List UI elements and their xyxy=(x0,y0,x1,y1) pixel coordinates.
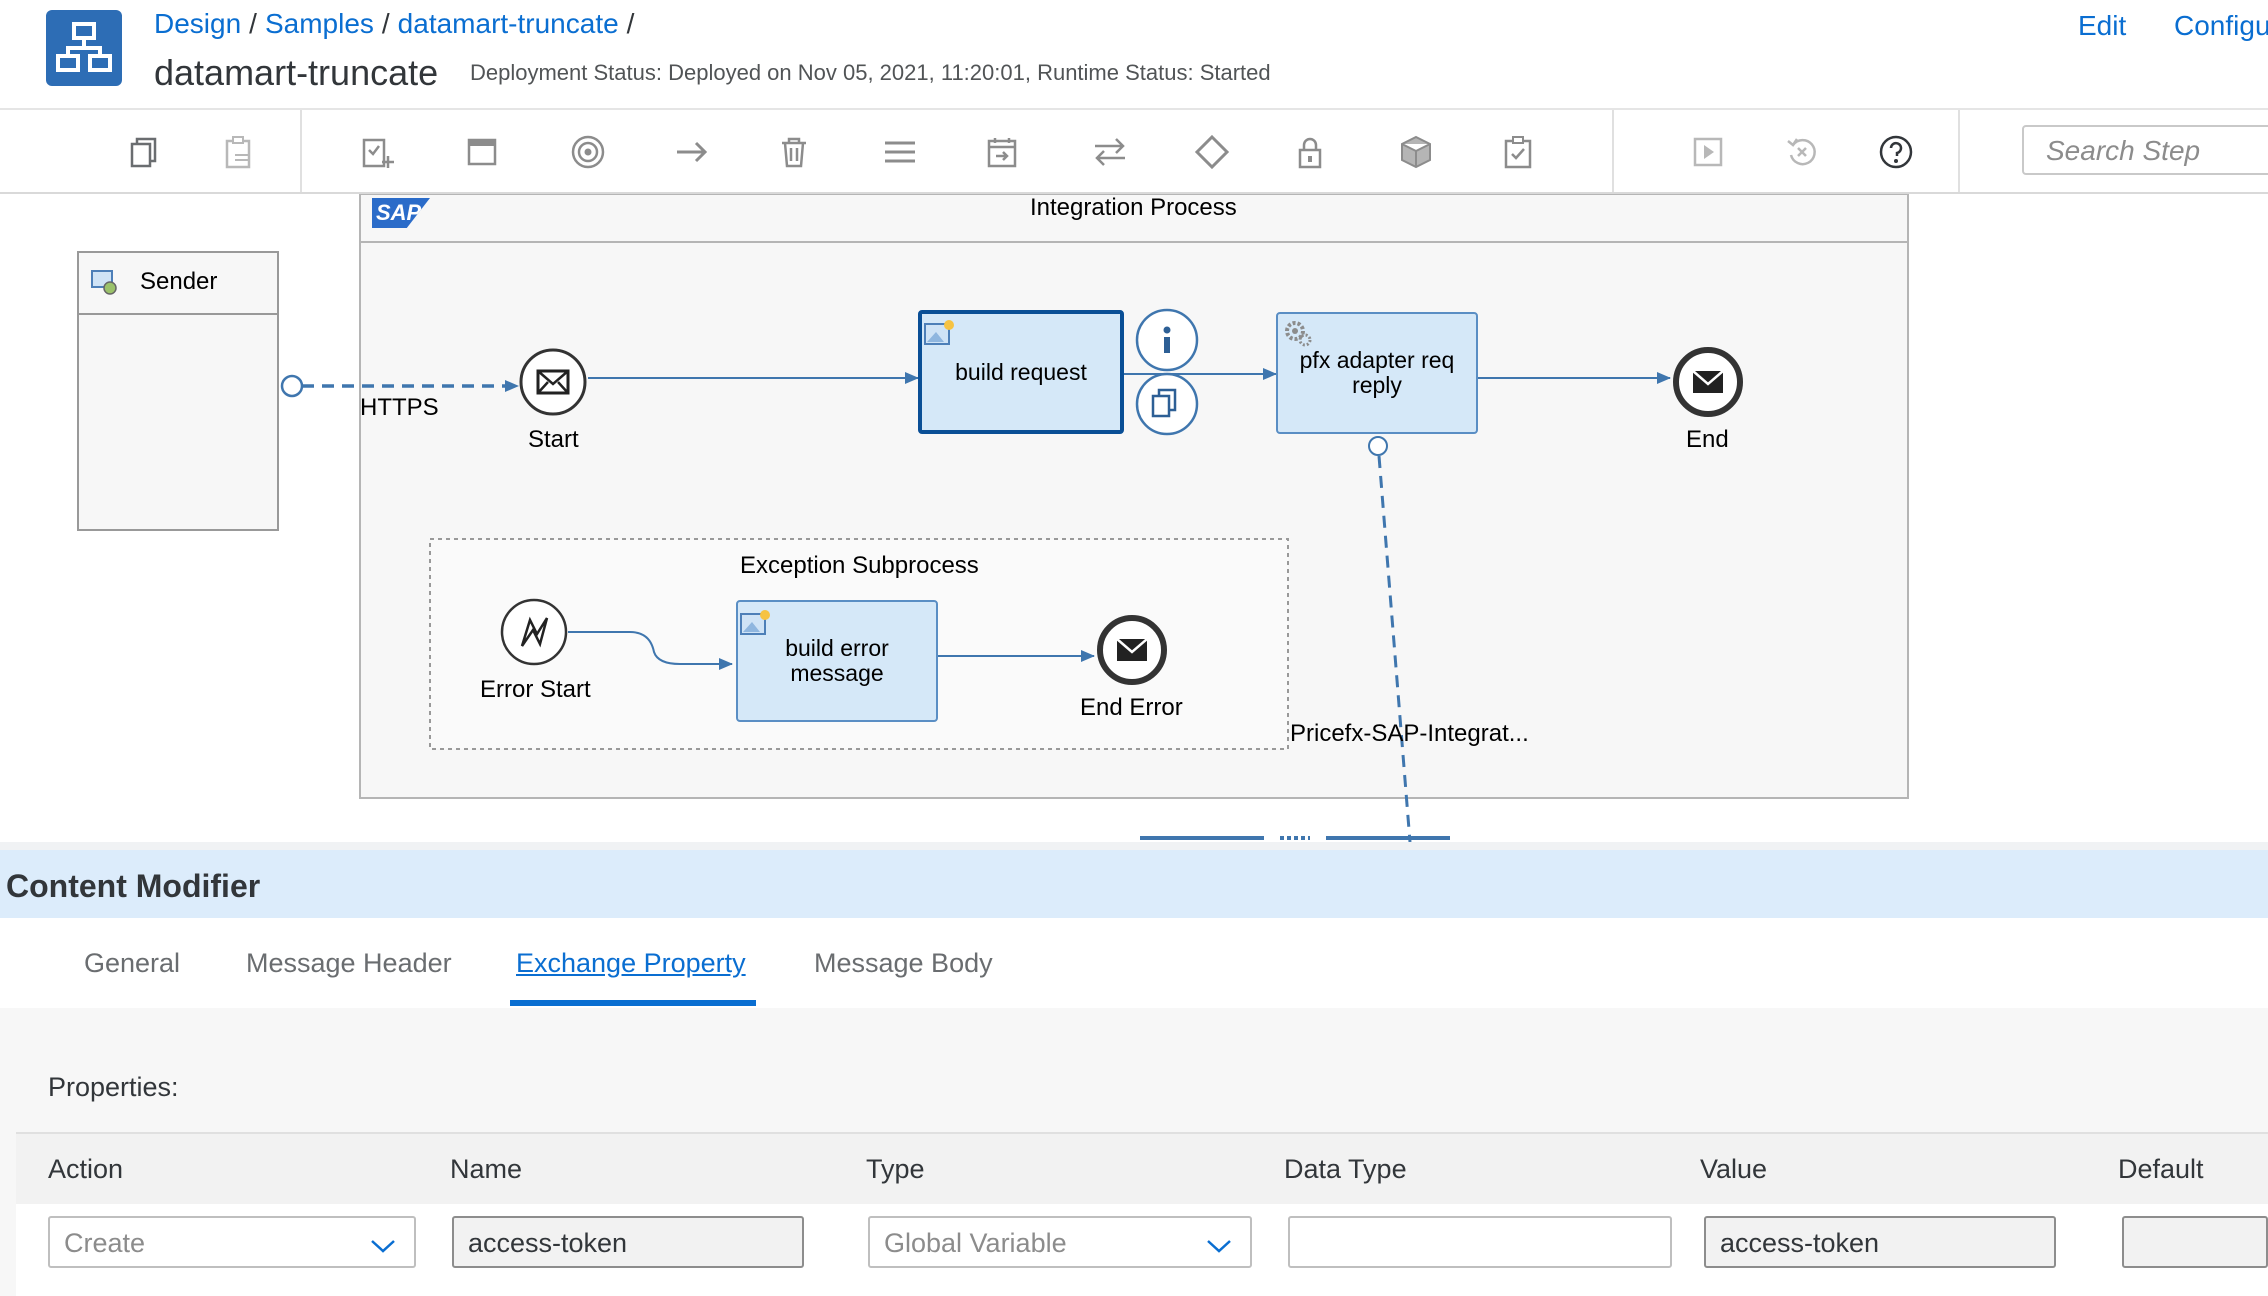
sender-participant xyxy=(77,251,279,531)
help-icon[interactable] xyxy=(1874,130,1918,174)
type-select[interactable]: Global Variable xyxy=(868,1216,1252,1268)
tab-message-header[interactable]: Message Header xyxy=(246,948,452,978)
panel-splitter[interactable] xyxy=(0,842,2268,850)
column-header-type: Type xyxy=(866,1154,925,1184)
table-row: Create access-token Global Variable acce… xyxy=(16,1204,2268,1296)
export-icon[interactable] xyxy=(980,130,1024,174)
exception-subprocess-title: Exception Subprocess xyxy=(740,552,979,579)
pfx-adapter-step[interactable]: pfx adapter req reply xyxy=(1276,312,1478,434)
panel-title: Content Modifier xyxy=(6,868,261,904)
delete-icon[interactable] xyxy=(772,130,816,174)
breadcrumb: Design/Samples/datamart-truncate/ xyxy=(154,8,642,40)
name-field[interactable]: access-token xyxy=(452,1216,804,1268)
tab-exchange-property[interactable]: Exchange Property xyxy=(516,948,746,978)
column-header-value: Value xyxy=(1700,1154,1768,1184)
start-event xyxy=(519,348,587,416)
action-value: Create xyxy=(64,1228,146,1258)
page-title: datamart-truncate xyxy=(154,52,439,93)
end-label: End xyxy=(1686,426,1729,453)
breadcrumb-separator: / xyxy=(381,8,390,39)
end-error-label: End Error xyxy=(1080,694,1183,721)
receiver-connection-label[interactable]: Pricefx-SAP-Integrat... xyxy=(1290,720,1529,747)
column-header-action: Action xyxy=(48,1154,124,1184)
active-tab-indicator xyxy=(510,1000,756,1006)
https-connection-label[interactable]: HTTPS xyxy=(360,394,439,421)
build-error-message-step[interactable]: build error message xyxy=(736,600,938,722)
add-step-icon[interactable] xyxy=(356,130,400,174)
diamond-icon[interactable] xyxy=(1190,130,1234,174)
value-field[interactable]: access-token xyxy=(1704,1216,2056,1268)
breadcrumb-samples[interactable]: Samples xyxy=(264,8,374,39)
panel-header xyxy=(0,850,2268,918)
breadcrumb-design[interactable]: Design xyxy=(154,8,242,39)
column-header-data-type: Data Type xyxy=(1284,1154,1407,1184)
integration-flow-icon xyxy=(46,10,122,86)
table-header: Action Name Type Data Type Value Default xyxy=(16,1132,2268,1206)
step-label: pfx adapter req reply xyxy=(1299,347,1455,398)
toolbar-separator xyxy=(1958,110,1960,192)
default-field[interactable] xyxy=(2122,1216,2268,1268)
deployment-status: Deployment Status: Deployed on Nov 05, 2… xyxy=(470,60,1271,85)
play-icon[interactable] xyxy=(1686,130,1730,174)
integration-process-title: Integration Process xyxy=(1030,194,1237,221)
arrow-right-icon[interactable] xyxy=(670,130,714,174)
process-diagram xyxy=(77,194,1909,843)
target-icon[interactable] xyxy=(566,130,610,174)
lock-icon[interactable] xyxy=(1288,130,1332,174)
column-header-name: Name xyxy=(450,1154,523,1184)
panel-tabs: General Message Header Exchange Property… xyxy=(0,918,2268,1010)
tab-message-body[interactable]: Message Body xyxy=(814,948,993,978)
toolbar: Search Step xyxy=(0,110,2268,194)
menu-icon[interactable] xyxy=(878,130,922,174)
type-value: Global Variable xyxy=(884,1228,1067,1258)
step-label: build error message xyxy=(785,635,889,686)
breadcrumb-datamart-truncate[interactable]: datamart-truncate xyxy=(397,8,619,39)
step-label: build request xyxy=(955,358,1087,385)
breadcrumb-separator: / xyxy=(626,8,635,39)
sender-label[interactable]: Sender xyxy=(140,268,218,295)
tab-general[interactable]: General xyxy=(84,948,181,978)
chevron-down-icon xyxy=(370,1232,396,1263)
toolbar-separator xyxy=(1612,110,1614,192)
error-start-label: Error Start xyxy=(480,676,591,703)
copy-icon[interactable] xyxy=(122,130,166,174)
start-label: Start xyxy=(528,426,579,453)
edit-button[interactable]: Edit xyxy=(2078,10,2127,41)
app-header xyxy=(0,0,2268,110)
process-canvas[interactable]: SAP Integration Process Sender HTTPS Sta… xyxy=(0,194,2268,844)
paste-icon[interactable] xyxy=(216,130,260,174)
package-icon[interactable] xyxy=(1394,130,1438,174)
column-header-default: Default xyxy=(2118,1154,2204,1184)
swap-icon[interactable] xyxy=(1088,130,1132,174)
properties-label: Properties: xyxy=(48,1072,179,1102)
action-select[interactable]: Create xyxy=(48,1216,416,1268)
chevron-down-icon xyxy=(1206,1232,1232,1263)
data-type-field[interactable] xyxy=(1288,1216,1672,1268)
breadcrumb-separator: / xyxy=(249,8,257,39)
search-step-input[interactable]: Search Step xyxy=(2022,125,2268,175)
configure-button[interactable]: Configu xyxy=(2174,10,2268,41)
revert-icon[interactable] xyxy=(1780,130,1824,174)
window-icon[interactable] xyxy=(460,130,504,174)
clipboard-check-icon[interactable] xyxy=(1496,130,1540,174)
toolbar-separator xyxy=(300,110,302,192)
build-request-step[interactable]: build request xyxy=(918,310,1124,434)
